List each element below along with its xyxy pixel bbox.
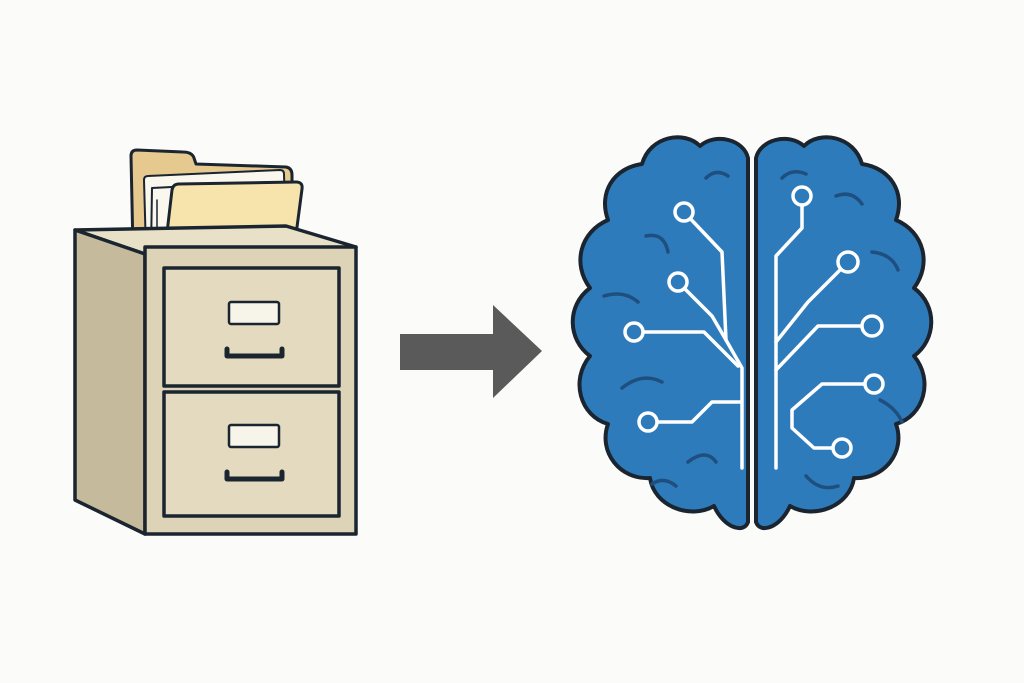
circuit-node-icon — [637, 411, 659, 433]
circuit-trace — [774, 194, 804, 470]
drawer-bottom — [162, 390, 341, 518]
circuit-node-icon — [863, 373, 885, 395]
circuit-node-icon — [836, 250, 860, 274]
brain-crease — [644, 233, 670, 254]
brain-crease — [804, 474, 840, 490]
filing-cabinet-icon — [73, 148, 358, 536]
circuit-traces — [632, 194, 876, 470]
drawer-top — [162, 266, 341, 388]
brain-crease — [878, 398, 904, 424]
brain-creases — [602, 170, 904, 490]
circuit-node-icon — [791, 185, 813, 207]
brain-crease — [620, 376, 664, 390]
brain-crease — [780, 170, 808, 180]
brain-crease — [870, 250, 900, 272]
circuit-trace — [774, 324, 874, 372]
circuit-trace — [646, 400, 742, 424]
circuit-node-icon — [623, 321, 645, 343]
circuit-nodes — [623, 185, 885, 459]
right-arrow-icon — [400, 305, 542, 398]
cabinet-side — [73, 228, 147, 536]
circuit-node-icon — [831, 437, 853, 459]
circuit-trace — [676, 280, 728, 342]
brain-circuit-icon — [570, 135, 934, 531]
circuit-node-icon — [667, 271, 689, 293]
drawer-top-label-card — [227, 300, 281, 326]
brain-crease — [686, 453, 718, 464]
circuit-trace — [632, 330, 740, 368]
drawer-top-handle — [224, 346, 285, 359]
circuit-trace — [790, 382, 876, 450]
circuit-node-icon — [673, 201, 695, 223]
circuit-trace — [774, 260, 850, 344]
drawer-bottom-label-card — [227, 423, 281, 449]
brain-crease — [650, 478, 678, 488]
brain-crease — [834, 192, 864, 206]
brain-right-hemisphere — [754, 135, 934, 531]
circuit-node-icon — [860, 314, 884, 338]
brain-crease — [602, 292, 640, 304]
brain-crease — [704, 170, 730, 180]
drawer-bottom-handle — [224, 469, 285, 482]
